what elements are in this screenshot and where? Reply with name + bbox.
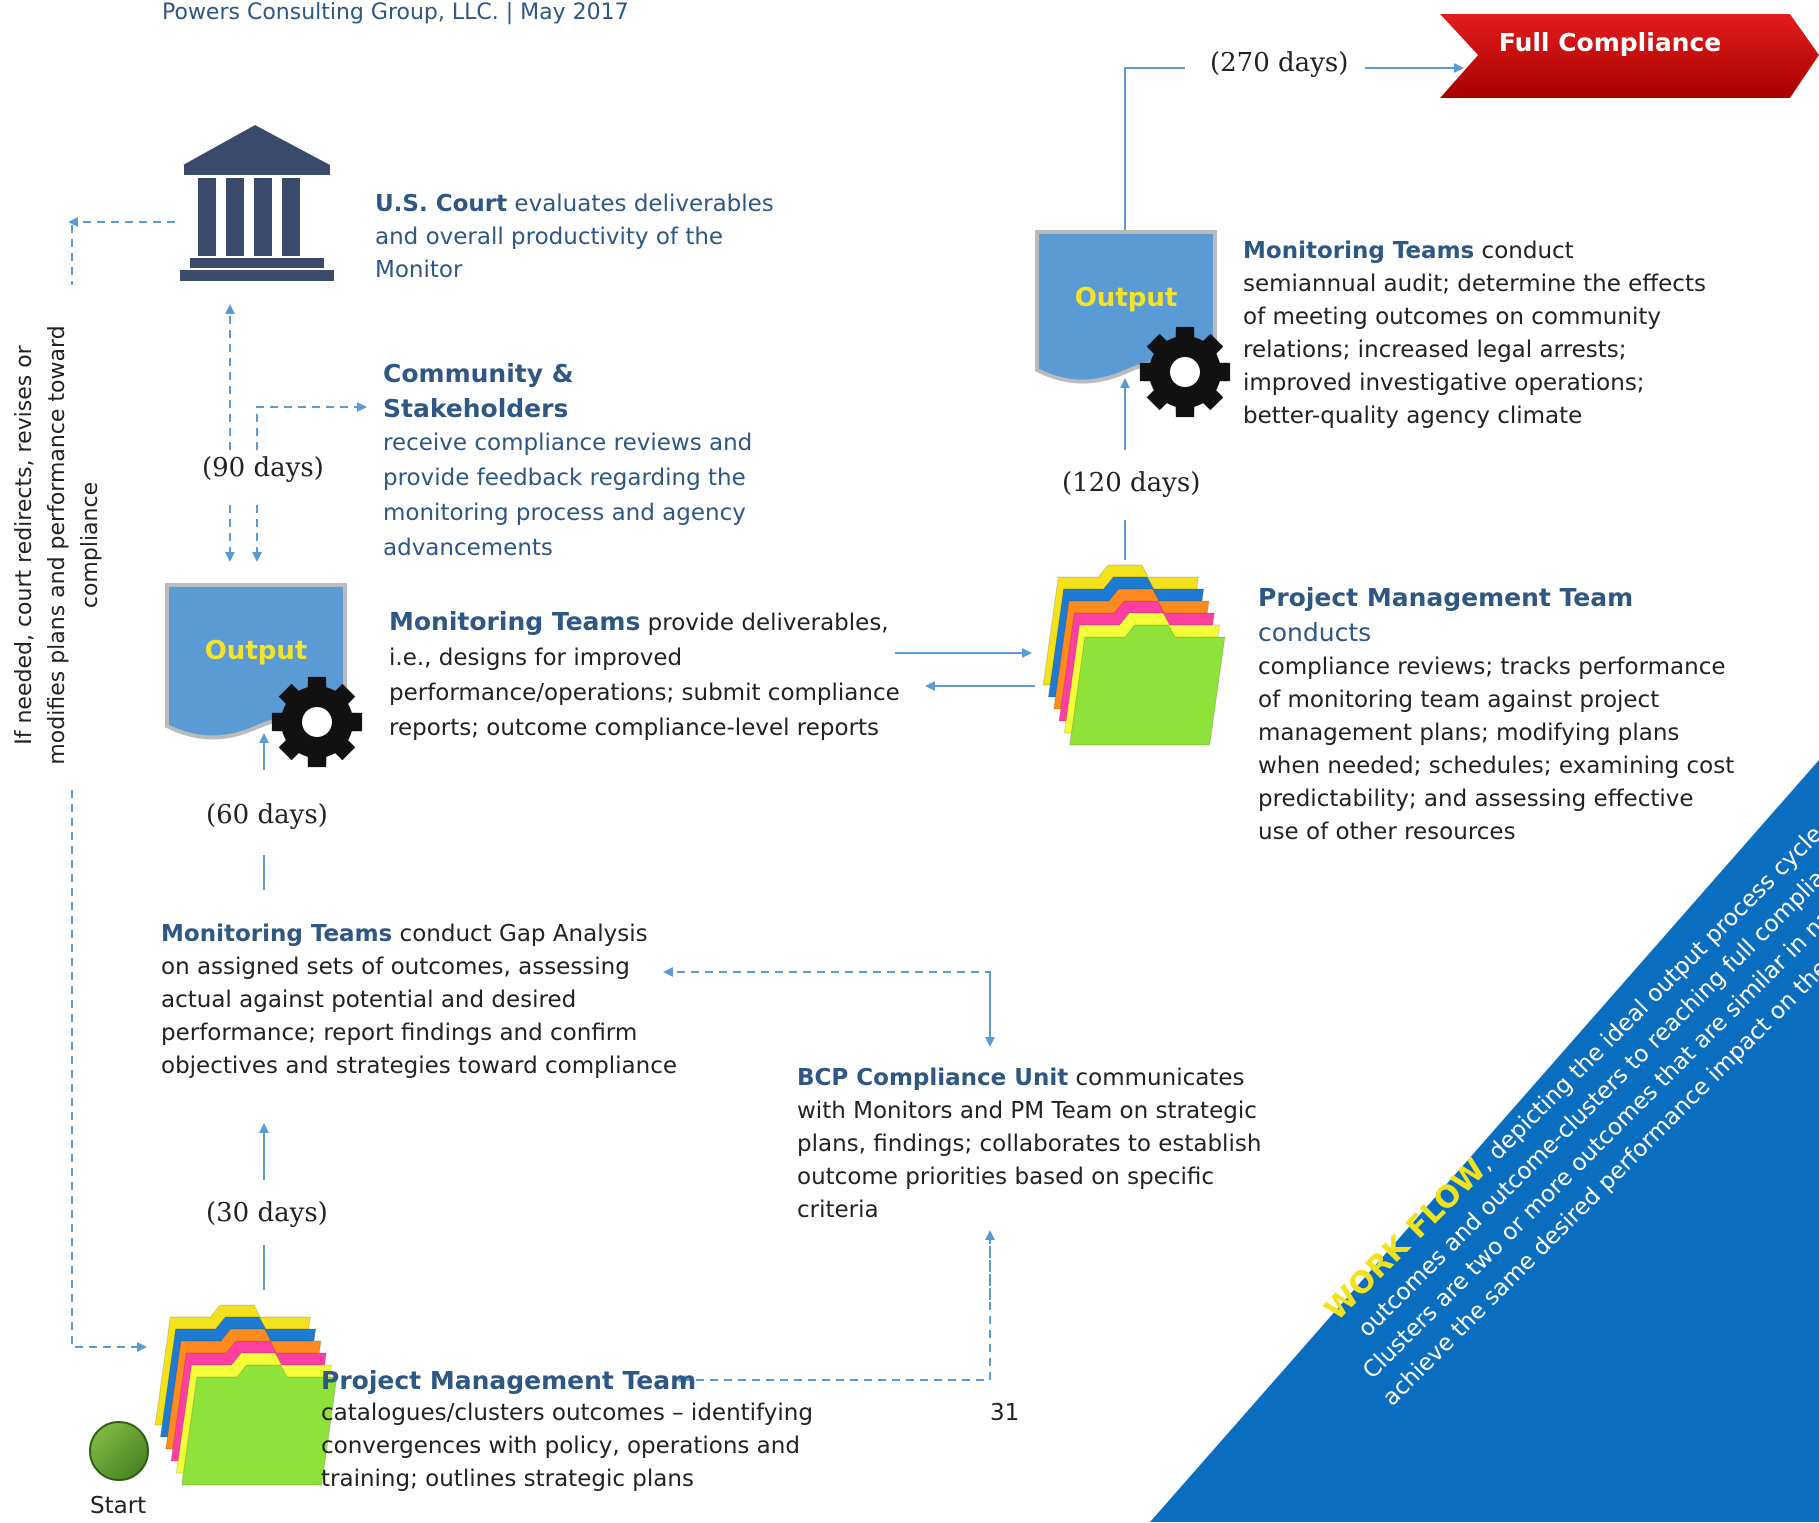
stakeholders-text: receive compliance reviews and provide f… [383, 430, 753, 561]
stakeholders-description: Community & Stakeholders receive complia… [383, 356, 763, 566]
pm-reviews-description: Project Management Team conducts complia… [1258, 581, 1738, 849]
days-120-label: (120 days) [1062, 468, 1201, 498]
start-label: Start [90, 1493, 147, 1519]
court-description: U.S. Court evaluates deliverables and ov… [375, 188, 775, 287]
stakeholders-title: Community & Stakeholders [383, 359, 574, 423]
gear-icon-left [271, 676, 363, 768]
gap-analysis-title: Monitoring Teams [161, 921, 393, 947]
days-90-label: (90 days) [202, 453, 324, 483]
days-270-label: (270 days) [1210, 48, 1349, 78]
folder-stack-icon-bottom [154, 1304, 338, 1486]
court-redirect-note: If needed, court redirects, revises or m… [12, 325, 103, 765]
start-circle [89, 1421, 149, 1481]
monitoring-deliverables-description: Monitoring Teams provide deliverables, i… [389, 604, 929, 746]
output-label-top: Output [1074, 283, 1178, 313]
court-title: U.S. Court [375, 191, 508, 217]
monitoring-audit-title: Monitoring Teams [1243, 238, 1475, 264]
bcp-description: BCP Compliance Unit communicates with Mo… [797, 1062, 1267, 1227]
court-text: evaluates deliverables and overall produ… [375, 191, 774, 283]
monitoring-deliverables-title: Monitoring Teams [389, 607, 641, 636]
pm-catalogue-title: Project Management Team [321, 1366, 697, 1395]
header-text: Powers Consulting Group, LLC. | May 2017 [162, 0, 629, 25]
folder-stack-icon-right [1042, 564, 1226, 746]
output-label-left: Output [204, 636, 308, 666]
monitoring-audit-text: conduct semiannual audit; determine the … [1243, 238, 1706, 429]
pm-reviews-text: compliance reviews; tracks performance o… [1258, 654, 1735, 845]
pm-reviews-title-suffix: conducts [1258, 618, 1372, 647]
gear-icon-top [1139, 326, 1231, 418]
pm-reviews-title: Project Management Team [1258, 583, 1634, 612]
bcp-title: BCP Compliance Unit [797, 1065, 1069, 1091]
monitoring-deliverables-text: provide deliverables, i.e., designs for … [389, 610, 900, 741]
full-compliance-arrow [1440, 14, 1819, 98]
page-number: 31 [990, 1400, 1020, 1426]
gap-analysis-text: conduct Gap Analysis on assigned sets of… [161, 921, 677, 1079]
gap-analysis-description: Monitoring Teams conduct Gap Analysis on… [161, 918, 681, 1083]
pm-catalogue-text: catalogues/clusters outcomes – identifyi… [321, 1400, 813, 1492]
days-30-label: (30 days) [206, 1198, 328, 1228]
bcp-text: communicates with Monitors and PM Team o… [797, 1065, 1262, 1223]
monitoring-audit-description: Monitoring Teams conduct semiannual audi… [1243, 235, 1713, 433]
full-compliance-label: Full Compliance [1498, 28, 1722, 57]
pm-catalogue-description: Project Management Team catalogues/clust… [321, 1364, 821, 1496]
work-flow-banner [1150, 760, 1819, 1522]
court-building-icon [180, 125, 334, 281]
days-60-label: (60 days) [206, 800, 328, 830]
